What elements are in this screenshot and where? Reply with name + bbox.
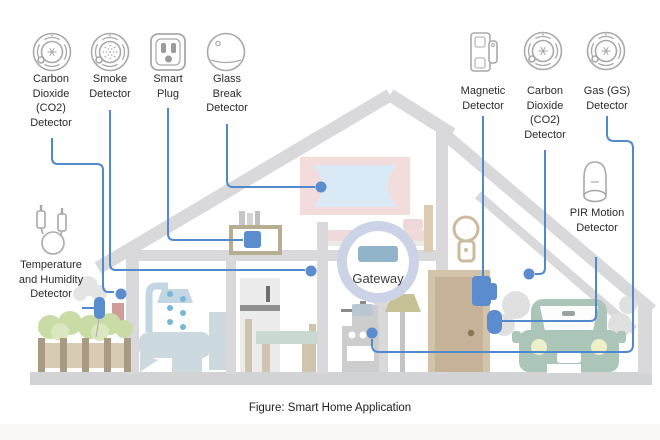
co2-detector-right-icon: [523, 31, 563, 71]
garage: [493, 291, 637, 373]
kitchen: [240, 278, 318, 372]
license-plate: [557, 352, 581, 363]
curtain-right: [388, 165, 397, 207]
house-structure: [0, 89, 660, 440]
lamp-pole: [400, 312, 405, 372]
garage-roof-outer: [438, 127, 656, 315]
callout-line-smoke: [109, 110, 305, 271]
roof-right-slope: [386, 89, 456, 140]
ground-strip: [0, 424, 660, 440]
glass-break-location-dot: [315, 181, 327, 193]
smoke-detector-icon: [90, 32, 130, 72]
label-co2-right: Carbon Dioxide (CO2) Detector: [524, 85, 566, 141]
callout-line-pir: [502, 257, 597, 322]
callout-lines: [51, 108, 634, 353]
label-smart-plug: Smart Plug: [153, 73, 183, 100]
co2-left-location-dot: [115, 288, 127, 300]
gateway: Gateway: [337, 221, 419, 303]
sensor-markers: [94, 181, 535, 339]
figure-caption: Figure: Smart Home Application: [248, 402, 412, 414]
glass-break-detector-icon: [206, 32, 246, 72]
magnetic-sensor: [472, 276, 491, 306]
garage-right-wall: [638, 306, 652, 374]
roof-left-slope: [94, 89, 394, 274]
garden: [38, 276, 133, 372]
smoke-icon-dots: [102, 44, 118, 60]
planter-posts: [38, 338, 131, 372]
door-chime: [452, 215, 480, 263]
bathroom: [139, 282, 226, 372]
shower-pipe: [145, 282, 168, 332]
door-knob: [467, 329, 475, 337]
co2-right-location-dot: [523, 268, 535, 280]
gas-location-dot: [366, 327, 378, 339]
pillow: [403, 219, 423, 230]
label-co2-left: Carbon Dioxide (CO2) Detector: [30, 73, 72, 129]
callout-line-glass-break: [226, 124, 315, 188]
table-top: [256, 331, 318, 344]
label-glass-break: Glass Break Detector: [206, 73, 248, 115]
callout-line-co2-left: [51, 138, 114, 293]
chair-right: [309, 324, 316, 372]
kitchen-wall: [317, 222, 328, 374]
label-gas: Gas (GS) Detector: [583, 85, 631, 112]
chair-left: [245, 319, 252, 372]
gas-detector-icon: [586, 31, 626, 71]
label-temp-humidity: Temperature and Humidity Detector: [18, 259, 84, 301]
magnetic-sensor-tab: [489, 283, 497, 300]
second-floor: [126, 250, 442, 261]
pir-motion-detector-icon: [583, 161, 607, 203]
label-smoke: Smoke Detector: [89, 73, 131, 100]
smart-plug-sensor: [244, 231, 261, 248]
magnetic-detector-icon: [470, 32, 498, 72]
callout-line-gas: [371, 116, 634, 353]
temp-humidity-sensor: [94, 297, 105, 319]
pir-sensor: [487, 310, 502, 334]
window-glass: [313, 165, 397, 207]
temp-probe-wire: [95, 318, 100, 338]
water-drops: [167, 291, 186, 330]
floor: [30, 372, 652, 385]
callout-line-smart-plug: [167, 108, 243, 241]
garage-roof-inner: [475, 191, 637, 334]
bathroom-wall: [226, 260, 236, 374]
callout-line-co2-right: [535, 150, 546, 275]
bed-headboard: [424, 205, 433, 252]
windshield: [540, 306, 598, 331]
label-pir: PIR Motion Detector: [569, 207, 625, 234]
gateway-device: [358, 246, 398, 262]
device-icons: [32, 31, 626, 255]
toilet: [139, 312, 226, 372]
co2-detector-icon: [32, 32, 72, 72]
pot: [352, 304, 373, 316]
smart-plug-icon: [150, 33, 186, 71]
gateway-label: Gateway: [352, 271, 404, 286]
shower-head: [157, 289, 193, 303]
temp-humidity-detector-icon: [36, 205, 67, 255]
smoke-location-dot: [305, 265, 317, 277]
label-magnetic: Magnetic Detector: [460, 85, 506, 112]
